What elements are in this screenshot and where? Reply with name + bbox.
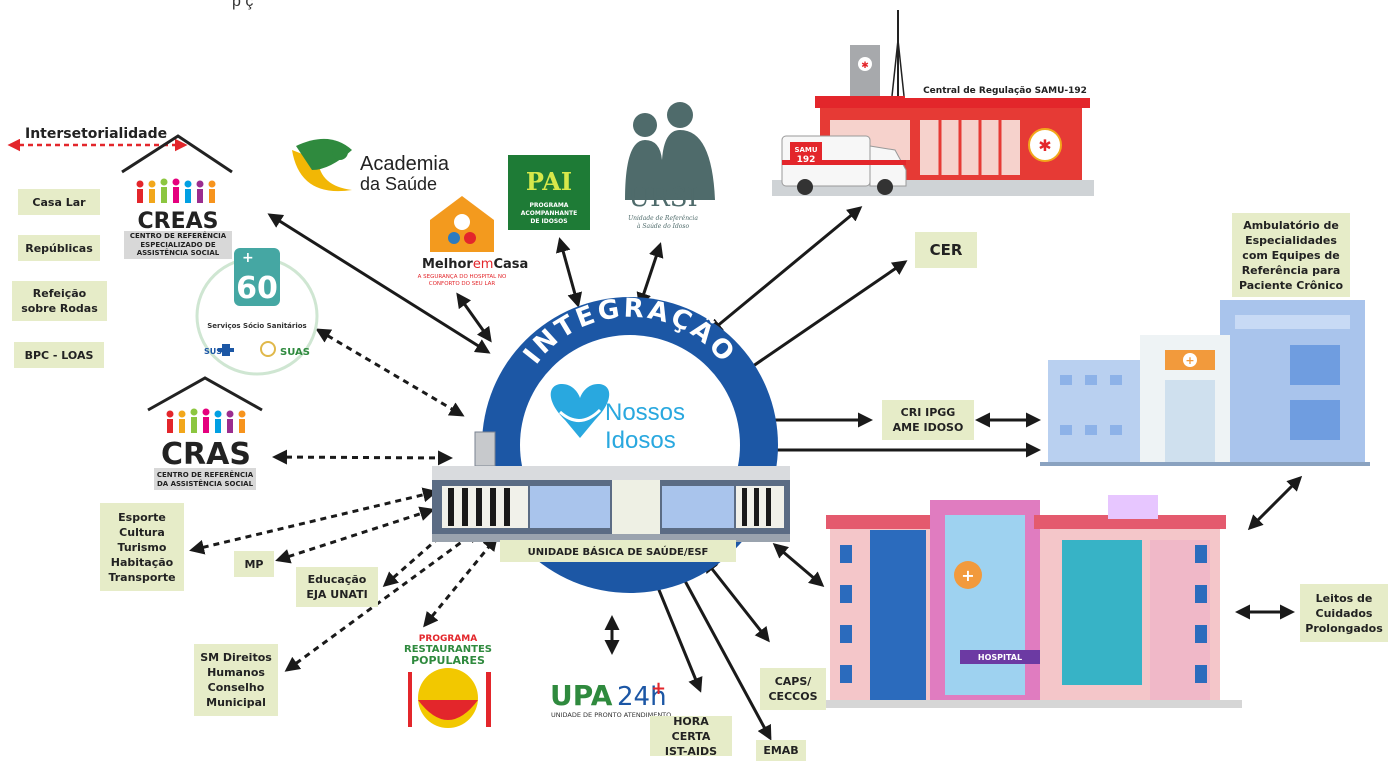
casa-lar-label: Casa Lar xyxy=(18,189,100,215)
casa-word: Casa xyxy=(493,257,528,272)
refeicao-sobre-rodas-label: Refeição sobre Rodas xyxy=(12,281,107,321)
cras-logo: CRAS xyxy=(147,376,263,490)
svg-text:+: + xyxy=(1185,354,1194,367)
restaurantes-line3: POPULARES xyxy=(411,654,485,667)
hora-certa-label: HORA CERTA IST-AIDS xyxy=(650,715,732,758)
restaurantes-line2: RESTAURANTES xyxy=(404,644,492,655)
arrow-caps xyxy=(703,557,770,643)
arrow-hospital xyxy=(772,543,825,587)
ambulatorio-building: + xyxy=(1040,300,1370,466)
arrow-samu xyxy=(707,206,863,334)
samu-central-label: Central de Regulação SAMU-192 xyxy=(923,86,1087,96)
bpc-loas-label: BPC - LOAS xyxy=(14,342,104,368)
socio-number: 60 xyxy=(236,271,278,306)
restaurantes-line1: PROGRAMA xyxy=(419,634,477,644)
arrow-melhor-em-casa xyxy=(456,292,492,343)
republicas-label: Repúblicas xyxy=(18,235,100,261)
samu-badge-2: 192 xyxy=(797,155,816,165)
suas-mark: SUAS xyxy=(280,347,310,358)
esporte-cultura-label: Esporte Cultura Turismo Habitação Transp… xyxy=(100,503,184,591)
restaurantes-populares-logo: PROGRAMA RESTAURANTES POPULARES xyxy=(404,634,492,728)
leitos-label: Leitos de Cuidados Prolongados xyxy=(1300,584,1388,642)
pai-line2: ACOMPANHANTE xyxy=(521,210,578,217)
arrow-ursi xyxy=(636,242,664,308)
header-partial-text: p ç xyxy=(232,0,253,10)
ursi-logo: URSI Unidade de Referência à Saúde do Id… xyxy=(625,102,715,230)
dashed-arrows xyxy=(189,328,498,672)
arrow-amb-hospital xyxy=(1247,475,1303,531)
upa-mark: UPA xyxy=(550,679,613,712)
sm-direitos-label: SM Direitos Humanos Conselho Municipal xyxy=(194,644,278,716)
caps-ceccos-label: CAPS/ CECCOS xyxy=(760,668,826,710)
upa-num: 24h xyxy=(617,682,667,712)
arrow-cras xyxy=(272,449,453,466)
ursi-mark: URSI xyxy=(628,183,698,213)
cer-label: CER xyxy=(915,232,977,268)
pai-logo: PAI PROGRAMA ACOMPANHANTE DE IDOSOS xyxy=(508,155,590,230)
ambulatorio-label: Ambulatório de Especialidades com Equipe… xyxy=(1232,213,1350,297)
emab-label: EMAB xyxy=(756,740,806,761)
arrow-pai xyxy=(555,237,583,308)
svg-text:+: + xyxy=(961,566,974,585)
samu-badge-1: SAMU xyxy=(794,146,817,154)
academia-line1: Academia xyxy=(360,153,450,175)
socio-label: Serviços Sócio Sanitários xyxy=(207,322,306,330)
hospital-building: + HOSPITAL xyxy=(822,495,1242,708)
samu-building: ✱ ✱ Central de Regulação SAMU-192 SAMU 1… xyxy=(772,10,1105,196)
mp-label: MP xyxy=(234,551,274,577)
sus-mark: SUS xyxy=(204,347,222,356)
educacao-label: Educação EJA UNATI xyxy=(296,567,378,607)
ubs-label: UNIDADE BÁSICA DE SAÚDE/ESF xyxy=(528,545,709,558)
arrow-mp xyxy=(275,506,435,564)
ursi-line1: Unidade de Referência xyxy=(628,215,698,222)
melhor-em-casa-brand: MelhoremCasa xyxy=(422,257,528,272)
svg-text:✱: ✱ xyxy=(1038,136,1051,155)
arrow-cer xyxy=(737,260,908,377)
hospital-sign: HOSPITAL xyxy=(978,653,1022,662)
pai-mark: PAI xyxy=(526,167,572,196)
em-word: em xyxy=(473,257,494,272)
creas-subtitle: CENTRO DE REFERÊNCIA ESPECIALIZADO DE AS… xyxy=(129,232,227,257)
academia-line2: da Saúde xyxy=(360,174,437,194)
upa-sub: UNIDADE DE PRONTO ATENDIMENTO xyxy=(551,711,671,719)
svg-text:+: + xyxy=(651,678,666,699)
upa-logo: UPA 24h + UNIDADE DE PRONTO ATENDIMENTO xyxy=(550,678,671,719)
creas-logo: CREAS xyxy=(121,134,233,259)
svg-text:+: + xyxy=(242,250,254,266)
intersetorialidade-title: Intersetorialidade xyxy=(25,126,167,142)
ubs-building: UNIDADE BÁSICA DE SAÚDE/ESF xyxy=(432,431,790,562)
creas-name: CREAS xyxy=(138,209,219,234)
arrow-socio-sanitarios xyxy=(315,328,465,417)
academia-logo: Academia da Saúde xyxy=(292,138,450,194)
nossos-idosos-line2: Idosos xyxy=(605,427,676,454)
nossos-idosos-line1: Nossos xyxy=(605,399,685,426)
socio-sanitarios-logo: + 60 Serviços Sócio Sanitários SUS SUAS xyxy=(195,248,319,376)
cras-name: CRAS xyxy=(161,437,251,472)
melhor-word: Melhor xyxy=(422,257,473,272)
cras-subtitle: CENTRO DE REFERÊNCIA DA ASSISTÊNCIA SOCI… xyxy=(156,471,254,488)
pai-line3: DE IDOSOS xyxy=(530,218,567,225)
arrow-restaurantes xyxy=(423,535,498,628)
pai-line1: PROGRAMA xyxy=(530,202,569,209)
cri-ipgg-label: CRI IPGG AME IDOSO xyxy=(882,400,974,440)
ursi-line2: à Saúde do Idoso xyxy=(637,223,690,230)
svg-text:✱: ✱ xyxy=(861,61,869,71)
arrow-emab xyxy=(676,565,772,741)
